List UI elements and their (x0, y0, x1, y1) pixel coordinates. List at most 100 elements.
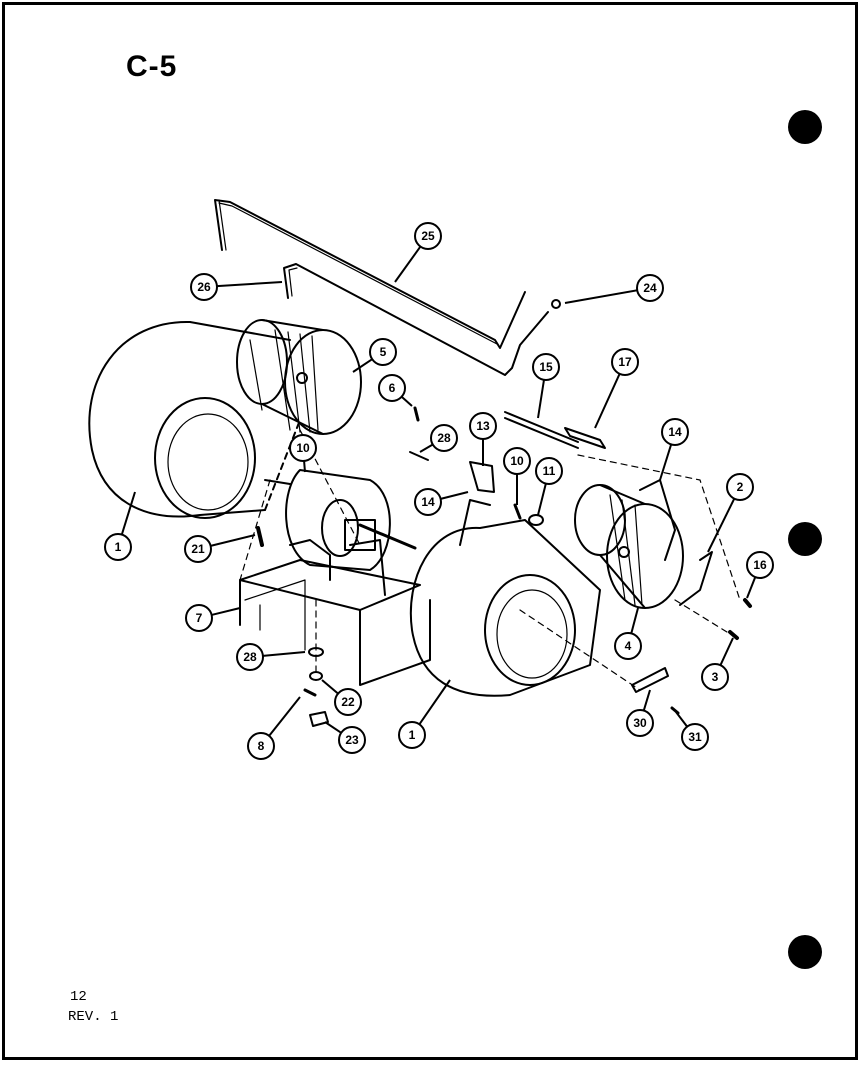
callout-balloon (414, 222, 442, 250)
callout-number: 5 (380, 345, 387, 359)
callout-leader-line (210, 534, 256, 547)
callout-balloon (681, 723, 709, 751)
callout-leader-line (630, 607, 639, 634)
revision-label: REV. 1 (68, 1009, 119, 1025)
callout-13: 13 (469, 412, 497, 466)
callout-leader-line (537, 379, 545, 419)
callout-number: 14 (421, 495, 435, 509)
callout-balloon (626, 709, 654, 737)
callout-leader-line (719, 637, 734, 666)
left-blower-wheel (236, 319, 362, 435)
bracket-part-2 (679, 551, 713, 606)
callout-leader-line (303, 460, 306, 473)
callout-balloon (289, 434, 317, 462)
callout-number: 10 (296, 441, 310, 455)
callout-17: 17 (594, 348, 639, 429)
callout-balloon (503, 447, 531, 475)
callout-leader-line (216, 281, 283, 288)
callout-number: 4 (625, 639, 632, 653)
callout-1: 1 (104, 491, 136, 561)
callout-14: 14 (659, 418, 689, 481)
callout-14: 14 (414, 488, 469, 516)
callout-25: 25 (394, 222, 442, 283)
callout-balloon (614, 632, 642, 660)
callout-number: 23 (345, 733, 359, 747)
callout-23: 23 (324, 721, 366, 754)
callout-leader-line (564, 289, 638, 304)
callout-balloon (746, 551, 774, 579)
callout-number: 11 (543, 464, 556, 478)
callout-balloon (430, 424, 458, 452)
callout-leader-line (321, 679, 339, 695)
callout-balloon (611, 348, 639, 376)
callout-leader-line (211, 607, 241, 616)
callout-5: 5 (352, 338, 397, 373)
callout-leader-line (268, 696, 301, 737)
callout-leader-line (659, 444, 673, 481)
callout-31: 31 (675, 711, 709, 751)
callout-11: 11 (535, 457, 563, 516)
callout-number: 6 (389, 381, 396, 395)
callout-balloon (369, 338, 397, 366)
callout-balloon (236, 643, 264, 671)
callout-leader-line (594, 373, 621, 429)
callout-leader-line (418, 679, 451, 725)
callout-number: 22 (341, 695, 355, 709)
callout-leader-line (352, 358, 373, 373)
callout-number: 1 (409, 728, 416, 742)
callout-number: 30 (633, 716, 647, 730)
callout-16: 16 (746, 551, 774, 599)
callout-26: 26 (190, 273, 283, 301)
page-code: C-5 (126, 50, 178, 83)
callout-2: 2 (707, 473, 754, 553)
callout-balloon (334, 688, 362, 716)
callout-leader-line (440, 491, 469, 500)
callout-balloon (190, 273, 218, 301)
callout-balloon (378, 374, 406, 402)
callout-balloon (535, 457, 563, 485)
blower-motor (264, 469, 417, 571)
callout-24: 24 (564, 274, 664, 304)
page-number: 12 (70, 989, 87, 1005)
rod-part-26 (283, 263, 561, 376)
callout-number: 16 (753, 558, 767, 572)
callout-number: 3 (712, 670, 719, 684)
callout-leader-line (120, 491, 136, 535)
callout-number: 1 (115, 540, 122, 554)
callout-leader-line (642, 689, 651, 711)
callout-number: 28 (437, 431, 451, 445)
right-blower-wheel (574, 479, 684, 609)
callout-21: 21 (184, 534, 256, 563)
callout-leader-line (400, 395, 413, 407)
binder-hole-middle (788, 522, 822, 556)
callout-leader-line (394, 245, 422, 283)
callout-30: 30 (626, 689, 654, 737)
callout-1: 1 (398, 679, 451, 749)
callout-22: 22 (321, 679, 362, 716)
rod-part-25 (214, 199, 526, 349)
callout-number: 26 (197, 280, 211, 294)
callout-leader-line (746, 576, 757, 599)
callout-balloon (338, 726, 366, 754)
callout-balloon (184, 535, 212, 563)
callout-number: 13 (476, 419, 490, 433)
callout-number: 8 (258, 739, 265, 753)
binder-hole-bottom (788, 935, 822, 969)
callout-10: 10 (503, 447, 531, 505)
callout-leader-line (675, 711, 688, 728)
callout-6: 6 (378, 374, 413, 407)
callout-balloon (414, 488, 442, 516)
callout-28: 28 (419, 424, 458, 453)
left-blower-housing (88, 320, 301, 519)
callout-balloon (532, 353, 560, 381)
callout-8: 8 (247, 696, 301, 760)
callout-number: 15 (539, 360, 553, 374)
callout-4: 4 (614, 607, 642, 660)
callout-number: 2 (737, 480, 744, 494)
callout-10: 10 (289, 434, 317, 473)
callout-balloon (398, 721, 426, 749)
callout-leader-line (324, 721, 342, 734)
callout-balloon (469, 412, 497, 440)
